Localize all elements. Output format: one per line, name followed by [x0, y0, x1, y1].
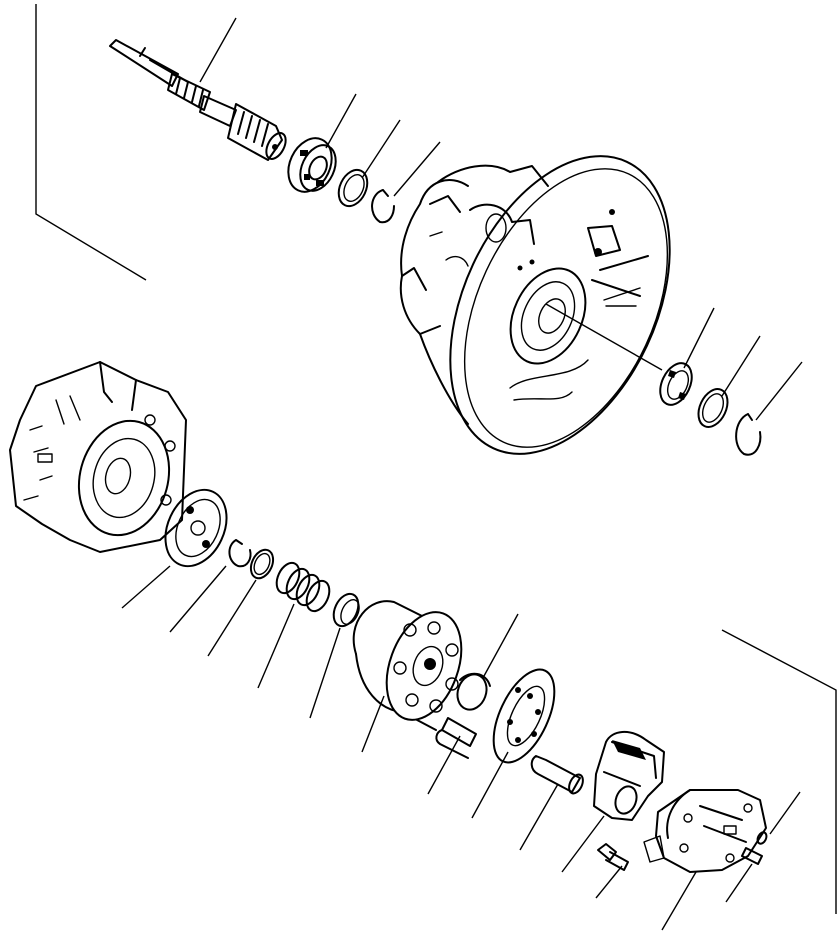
spherical-bushing [456, 672, 491, 711]
pump-housing [399, 155, 671, 455]
group-boundary-lines [35, 4, 837, 914]
callout-leaders [121, 17, 803, 931]
cylinder-block [352, 600, 463, 731]
mounting-bolt [597, 843, 629, 871]
center-spring [275, 561, 331, 613]
middle-rings [228, 539, 275, 580]
front-bearing [287, 137, 337, 193]
swash-plate [593, 731, 665, 821]
guide-pin [530, 755, 584, 795]
retainer-plate [492, 668, 556, 764]
spring-bushing [332, 592, 360, 628]
dowel-pins [741, 831, 768, 865]
lower-group-bracket [721, 629, 837, 914]
upper-group-bracket [35, 4, 147, 281]
upper-snap-rings [337, 168, 395, 224]
shaft-axis-line [545, 303, 663, 371]
rear-snap-rings [697, 388, 762, 456]
drive-shaft [109, 39, 287, 161]
piston [435, 717, 477, 759]
end-cover-block [9, 361, 187, 553]
valve-plate [164, 488, 228, 568]
cradle-support [643, 789, 767, 873]
rear-bearing [659, 362, 693, 406]
